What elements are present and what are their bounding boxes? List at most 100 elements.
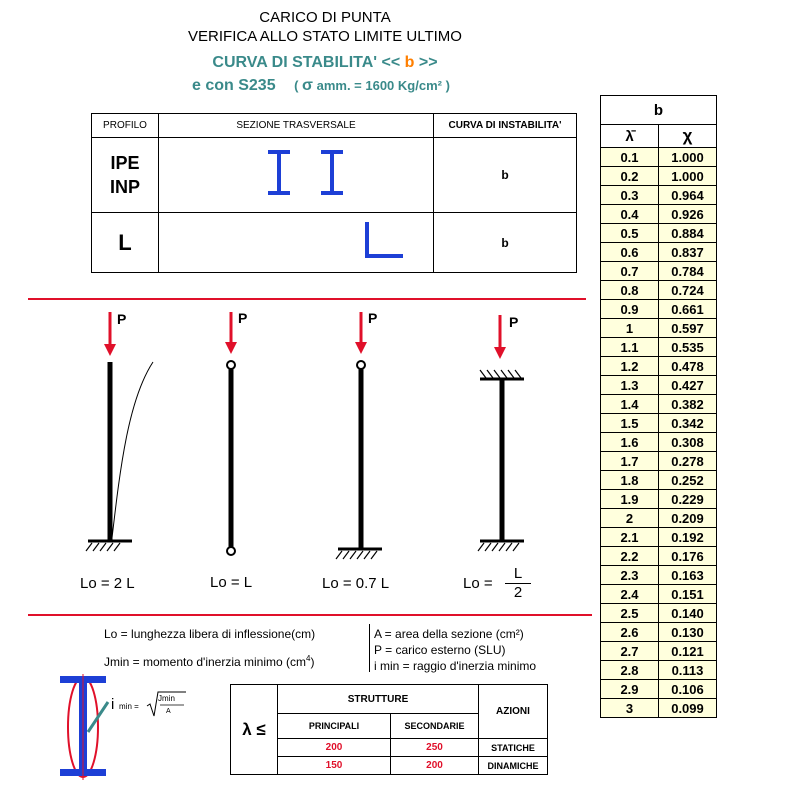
curva-ipe-inp: b [433,137,577,213]
chi-lambda-cell: 0.2 [600,166,659,186]
lo-label-fixed-fixed: Lo = [463,575,493,592]
chi-lambda-cell: 2.3 [600,565,659,585]
chi-lambda-cell: 0.1 [600,147,659,167]
profilo-inp: INP [109,177,140,197]
sezione-ipe-inp [158,137,434,213]
sigma-symbol: σ [302,77,313,94]
chi-value-cell: 0.382 [658,394,717,414]
chi-value-cell: 0.308 [658,432,717,452]
load-label-3: P [368,310,378,326]
chi-lambda-cell: 2.5 [600,603,659,623]
curva-l: b [433,212,577,273]
chi-value-cell: 0.884 [658,223,717,243]
profilo-l: L [91,212,159,273]
col-profilo: PROFILO [91,113,159,138]
principali-header: PRINCIPALI [277,713,391,739]
chi-value-cell: 0.427 [658,375,717,395]
column-pinned-pinned [225,312,237,556]
legend-jmin: Jmin = momento d'inerzia minimo (cm4) [104,654,314,669]
column-fixed-pinned [335,312,382,560]
chi-lambda-cell: 2.9 [600,679,659,699]
separator-bottom [28,614,592,616]
lo-label-pinned: Lo = L [210,574,253,591]
chi-value-cell: 0.130 [658,622,717,642]
lambda-limit-label: λ ≤ [230,684,278,775]
title-line-2: VERIFICA ALLO STATO LIMITE ULTIMO [188,28,462,45]
chi-value-cell: 0.151 [658,584,717,604]
sezione-l [158,212,434,273]
column-fixed-fixed [477,315,524,552]
formula-num: Jmin [158,694,175,703]
secondarie-statiche: 250 [390,738,479,757]
lo-label-cantilever: Lo = 2 L [80,575,135,592]
load-label-1: P [117,311,127,327]
chi-lambda-cell: 3 [600,698,659,718]
chi-lambda-cell: 0.4 [600,204,659,224]
legend-divider [369,624,370,672]
azione-statiche: STATICHE [478,738,548,757]
chi-lambda-cell: 1.7 [600,451,659,471]
chi-value-cell: 0.661 [658,299,717,319]
l-angle-section-icon [365,222,403,258]
chi-lambda-cell: 0.5 [600,223,659,243]
chi-value-cell: 0.229 [658,489,717,509]
chi-value-cell: 1.000 [658,166,717,186]
lo4-pre: Lo = [463,575,493,592]
legend-a: A = area della sezione (cm²) [374,627,524,641]
chi-lambda-cell: 1.1 [600,337,659,357]
legend-i: i min = raggio d'inerzia minimo [374,659,537,673]
ibeam-gyration-illustration [60,674,110,780]
chi-value-cell: 0.535 [658,337,717,357]
legend-jmin-close: ) [310,655,315,669]
chi-lambda-cell: 1.3 [600,375,659,395]
chi-value-cell: 0.113 [658,660,717,680]
chi-value-cell: 0.209 [658,508,717,528]
chi-value-cell: 0.837 [658,242,717,262]
chi-value-cell: 0.163 [658,565,717,585]
separator-top [28,298,586,300]
strutture-table: λ ≤ STRUTTURE AZIONI PRINCIPALI SECONDAR… [230,684,548,775]
azione-dinamiche: DINAMICHE [478,756,548,775]
principali-statiche: 200 [277,738,391,757]
sqrt-icon [146,691,186,717]
chi-lambda-cell: 1.2 [600,356,659,376]
chi-value-cell: 0.140 [658,603,717,623]
chi-lambda-cell: 2.4 [600,584,659,604]
load-label-2: P [238,310,248,326]
chi-value-cell: 0.099 [658,698,717,718]
chi-col-lambda: λ̄ [600,124,659,148]
load-label-4: P [509,314,519,330]
chi-table-curve: b [600,95,717,125]
chi-value-cell: 0.724 [658,280,717,300]
paren-open: ( [294,78,299,93]
chi-value-cell: 0.964 [658,185,717,205]
buckling-columns-diagram [85,312,524,560]
title-sigma-group: ( σ amm. = 1600 Kg/cm² ) [294,77,450,94]
chi-lambda-cell: 0.7 [600,261,659,281]
chi-lambda-cell: 1.4 [600,394,659,414]
chi-value-cell: 0.342 [658,413,717,433]
lo4-fraction-bar [505,583,531,584]
lo-label-fixed-pinned: Lo = 0.7 L [322,575,390,592]
profilo-ipe: IPE [110,153,140,173]
lo4-denominator: 2 [513,584,523,601]
